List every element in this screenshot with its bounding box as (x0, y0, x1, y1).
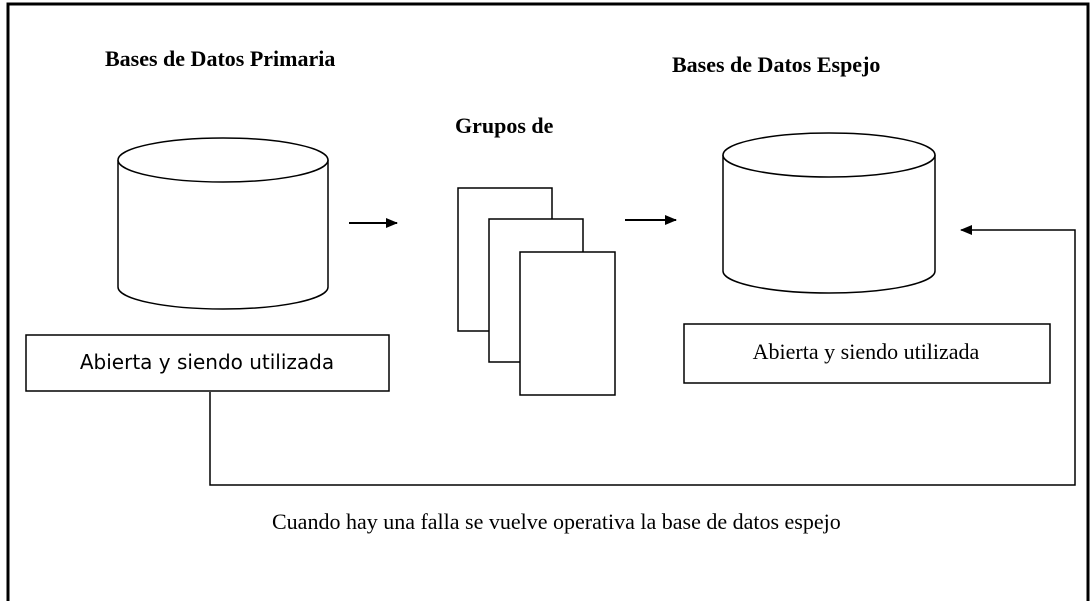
mirror-database-icon (722, 132, 936, 294)
primary-status-label: Abierta y siendo utilizada (80, 350, 334, 374)
mirror-db-title: Bases de Datos Espejo (672, 52, 880, 77)
primary-status-box (25, 334, 390, 392)
mirror-status-box (683, 323, 1051, 384)
log-groups-stack (457, 187, 616, 396)
primary-db-title: Bases de Datos Primaria (105, 46, 335, 71)
mirror-status-label: Abierta y siendo utilizada (753, 339, 980, 364)
failover-connector (209, 225, 1076, 486)
failover-caption: Cuando hay una falla se vuelve operativa… (272, 509, 841, 534)
page-sheet-front (519, 251, 616, 396)
primary-database-icon (117, 137, 329, 310)
groups-title: Grupos de (455, 113, 554, 138)
